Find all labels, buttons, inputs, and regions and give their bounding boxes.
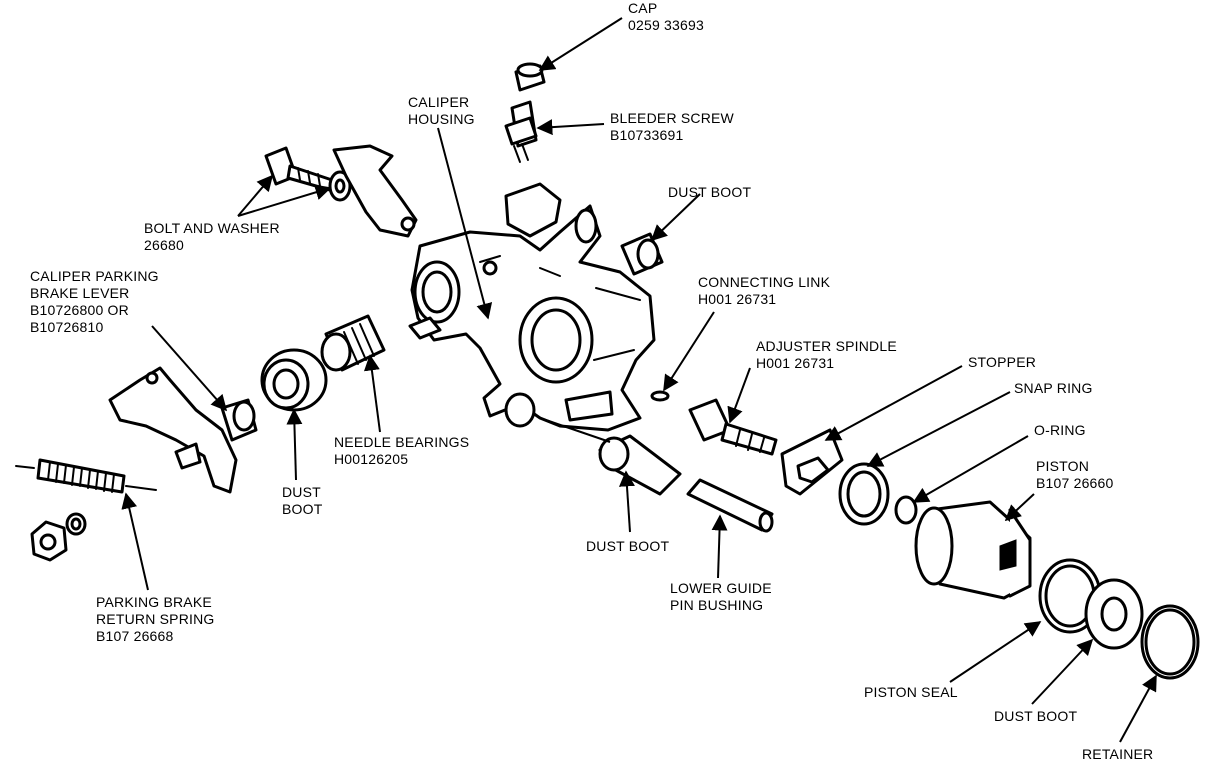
label-adjuster-spindle: ADJUSTER SPINDLE H001 26731 bbox=[756, 338, 897, 371]
leader-bolt-1 bbox=[237, 174, 274, 217]
leader-dust-boot-bottom bbox=[1031, 638, 1094, 705]
label-cap: CAP 0259 33693 bbox=[628, 0, 704, 33]
leader-connecting-link bbox=[663, 311, 715, 392]
label-bolt-and-washer: BOLT AND WASHER 26680 bbox=[144, 220, 280, 253]
dust-boot-center-part bbox=[598, 434, 682, 496]
guide-pin-part bbox=[408, 316, 442, 340]
label-caliper-housing: CALIPER HOUSING bbox=[408, 94, 475, 127]
label-caliper-parking-brake-lever: CALIPER PARKING BRAKE LEVER B10726800 OR… bbox=[30, 268, 159, 335]
label-retainer: RETAINER bbox=[1082, 746, 1154, 762]
connecting-link-part bbox=[650, 390, 670, 402]
leader-adjuster-spindle bbox=[727, 367, 751, 424]
leader-retainer bbox=[1119, 674, 1157, 743]
o-ring-part bbox=[894, 495, 918, 525]
lower-guide-pin-bushing-part bbox=[686, 478, 774, 533]
label-stopper: STOPPER bbox=[968, 354, 1037, 370]
label-snap-ring: SNAP RING bbox=[1014, 380, 1093, 396]
stopper-part bbox=[780, 428, 844, 496]
label-parking-brake-return-spring: PARKING BRAKE RETURN SPRING B107 26668 bbox=[96, 594, 215, 644]
leader-stopper bbox=[824, 365, 963, 441]
label-bleeder-screw: BLEEDER SCREW B10733691 bbox=[610, 110, 734, 143]
caliper-housing-part bbox=[410, 182, 656, 432]
leader-piston-seal bbox=[949, 621, 1042, 683]
leader-piston bbox=[1004, 493, 1035, 522]
bracket-part bbox=[332, 144, 418, 238]
needle-bearings-part bbox=[320, 314, 386, 372]
label-dust-boot-center: DUST BOOT bbox=[586, 538, 670, 554]
dust-boot-left-part bbox=[260, 348, 328, 412]
dust-boot-top-part bbox=[620, 232, 664, 276]
leader-needle-bearings bbox=[363, 354, 381, 433]
leader-bleeder-screw bbox=[536, 119, 605, 136]
nut-and-washer-part bbox=[30, 512, 87, 562]
label-o-ring: O-RING bbox=[1034, 422, 1086, 438]
leader-dust-boot-top bbox=[650, 193, 701, 242]
leader-lines bbox=[121, 17, 1157, 743]
label-dust-boot-top: DUST BOOT bbox=[668, 184, 752, 200]
label-needle-bearings: NEEDLE BEARINGS H00126205 bbox=[334, 434, 470, 467]
leader-cap bbox=[538, 17, 623, 71]
leader-snap-ring bbox=[866, 391, 1011, 467]
label-connecting-link: CONNECTING LINK H001 26731 bbox=[698, 274, 831, 307]
bleeder-screw-part bbox=[504, 100, 538, 163]
cap-part bbox=[514, 62, 546, 92]
leader-dust-boot-center bbox=[618, 470, 635, 533]
label-piston-seal: PISTON SEAL bbox=[864, 684, 958, 700]
piston-part bbox=[914, 500, 1032, 600]
leader-parking-brake-lever bbox=[151, 325, 228, 412]
label-lower-guide-pin-bushing: LOWER GUIDE PIN BUSHING bbox=[670, 580, 772, 613]
dust-boot-bottom-part bbox=[1084, 578, 1144, 650]
return-spring-part bbox=[15, 458, 157, 494]
leader-caliper-housing bbox=[437, 127, 493, 320]
label-dust-boot-left: DUST BOOT bbox=[282, 484, 323, 517]
label-piston: PISTON B107 26660 bbox=[1036, 458, 1114, 491]
leader-return-spring bbox=[121, 492, 149, 591]
adjuster-spindle-part bbox=[688, 398, 778, 456]
leader-lower-guide-pin-bushing bbox=[711, 514, 728, 579]
label-dust-boot-bottom: DUST BOOT bbox=[994, 708, 1078, 724]
leader-dust-boot-left bbox=[286, 408, 303, 481]
retainer-part bbox=[1140, 604, 1200, 680]
leader-housing-lower bbox=[539, 417, 611, 443]
parking-brake-lever-part bbox=[108, 366, 258, 494]
leader-o-ring bbox=[912, 435, 1029, 503]
snap-ring-part bbox=[838, 462, 890, 526]
leader-bolt-2 bbox=[237, 184, 332, 217]
